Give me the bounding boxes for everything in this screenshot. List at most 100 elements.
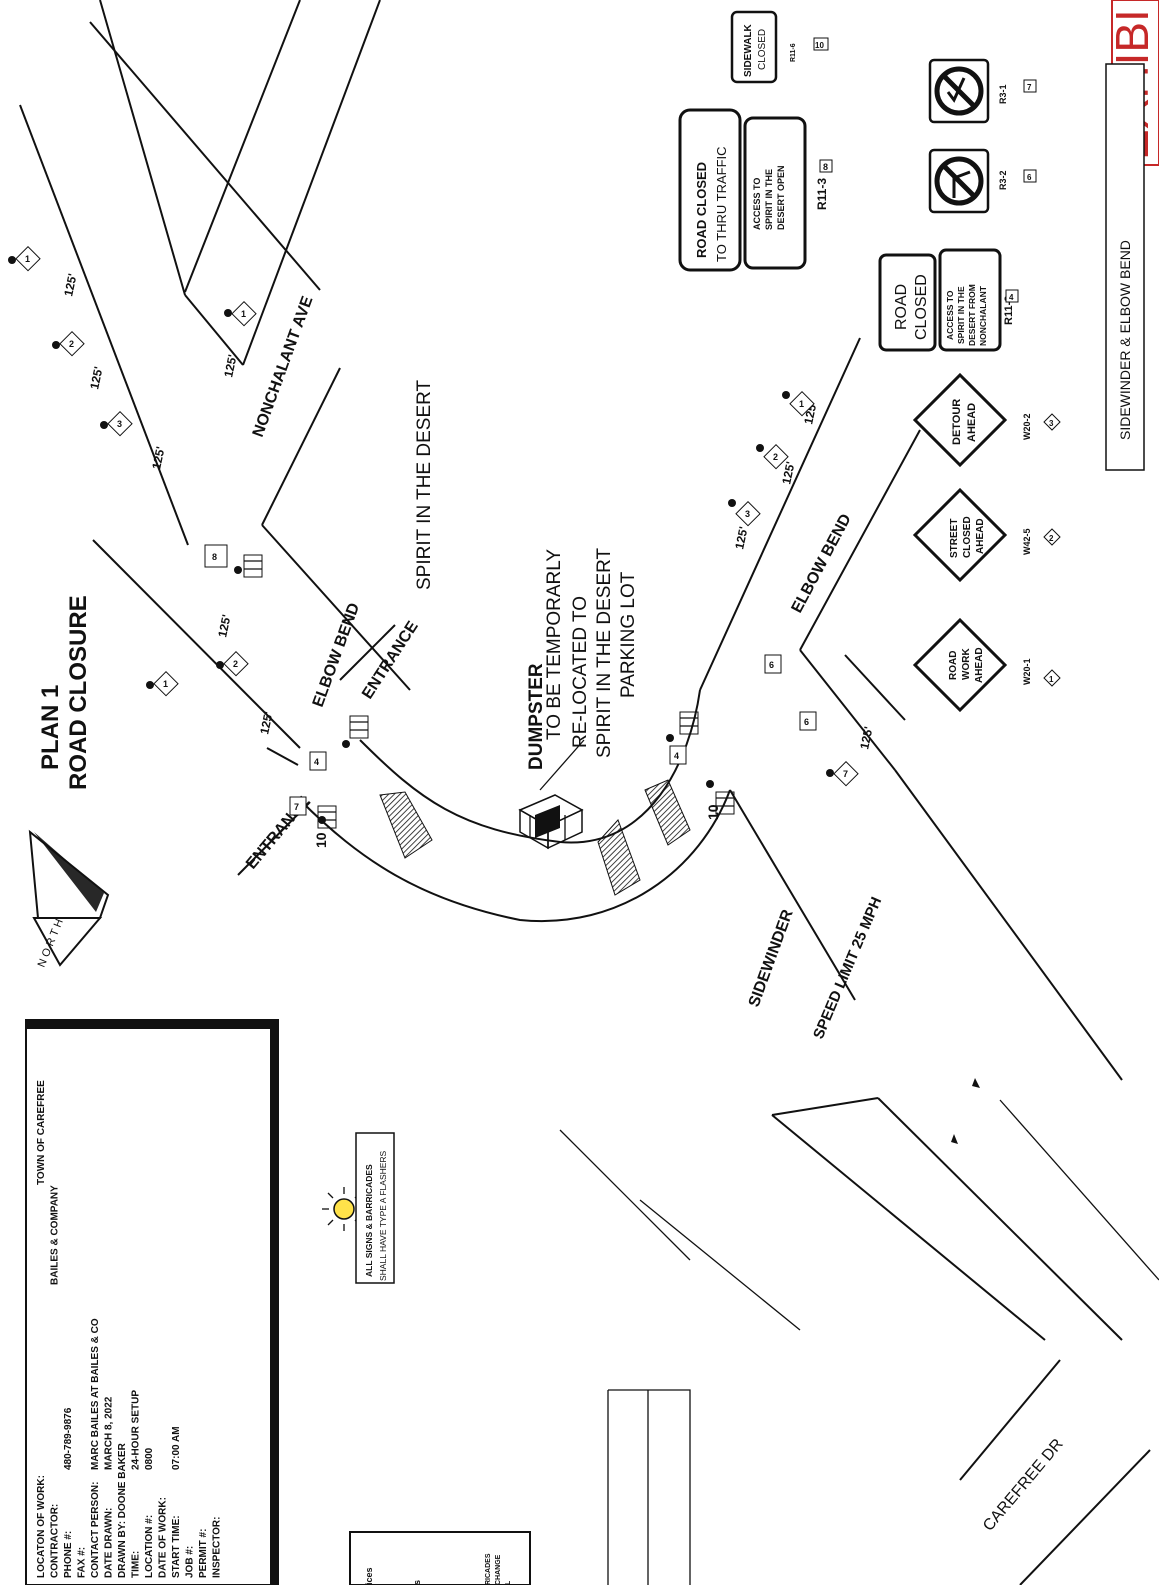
distance-label: 125': [215, 613, 233, 638]
svg-text:NONCHALANT: NONCHALANT: [978, 285, 988, 346]
dumpster-line1: DUMPSTER: [526, 663, 547, 770]
svg-text:1: 1: [241, 309, 246, 319]
sign-r11-3: ROAD CLOSED TO THRU TRAFFIC ACCESS TO SP…: [678, 108, 833, 272]
sign-r3-2: R3-2 6: [928, 148, 1037, 214]
svg-text:TO THRU TRAFFIC: TO THRU TRAFFIC: [714, 146, 729, 262]
svg-text:R3-2: R3-2: [998, 170, 1008, 190]
dumpster-line2: TO BE TEMPORARLY: [544, 549, 565, 740]
svg-text:2: 2: [1049, 534, 1054, 543]
traffic-arrow-icon: [972, 1078, 980, 1088]
info-label: INSPECTOR:: [212, 1517, 223, 1579]
marker-10a: 10: [313, 832, 329, 848]
svg-text:DETOUR: DETOUR: [951, 399, 963, 445]
dumpster-leader: [539, 739, 585, 791]
partial-line2: s: [412, 1580, 422, 1585]
sign-w42-5: STREET CLOSED AHEAD W42-5 2: [912, 487, 1061, 583]
street-nonchalant: NONCHALANT AVE: [250, 294, 317, 440]
no-left-turn-icon: [952, 170, 971, 198]
info-label: DRAWN BY: DOONE BAKER: [117, 1442, 128, 1578]
partial-line1: ices: [364, 1567, 374, 1585]
street-spirit: SPIRIT IN THE DESERT: [414, 380, 435, 590]
svg-text:4: 4: [674, 751, 679, 761]
north-arrow-icon: N O R T H: [28, 829, 110, 969]
svg-text:8: 8: [212, 552, 217, 562]
svg-text:1: 1: [163, 679, 168, 689]
info-value: MARC BAILES AT BAILES & CO: [90, 1318, 101, 1470]
svg-text:7: 7: [294, 802, 299, 812]
svg-text:ROAD: ROAD: [893, 284, 910, 330]
marker-diamond-3b: 3: [728, 499, 761, 527]
barricade-icon: [317, 805, 337, 829]
marker-diamond-1b: 1: [224, 300, 257, 327]
info-label: LOCATON OF WORK:: [36, 1475, 47, 1578]
north-label: N O R T H: [36, 917, 66, 969]
svg-text:ROAD CLOSED: ROAD CLOSED: [694, 162, 709, 258]
sign-r11-2: ROAD CLOSED ACCESS TO SPIRIT IN THE DESE…: [878, 248, 1019, 352]
dumpster-line3: RE-LOCATED TO: [570, 596, 591, 748]
svg-text:10: 10: [815, 41, 824, 50]
barricades: [234, 554, 735, 829]
street-carefree: CAREFREE DR: [980, 1436, 1067, 1535]
svg-text:SIDEWALK: SIDEWALK: [743, 23, 754, 77]
barricade-icon: [234, 554, 263, 578]
svg-text:R11-2: R11-2: [1003, 296, 1015, 325]
plan-subtitle: ROAD CLOSURE: [65, 595, 92, 790]
marker-diamond-1d: 1: [782, 390, 815, 417]
street-sidewinder: SIDEWINDER: [746, 907, 797, 1009]
marker-diamond-3: 3: [100, 410, 133, 437]
svg-text:WORK: WORK: [961, 648, 972, 680]
svg-text:AHEAD: AHEAD: [975, 518, 986, 554]
distance-label: 125': [732, 525, 750, 550]
svg-text:2: 2: [773, 452, 778, 462]
distance-label: 125': [61, 272, 79, 297]
info-label: CONTACT PERSON:: [90, 1482, 101, 1578]
marker-diamond-7: 7: [826, 760, 859, 787]
svg-text:7: 7: [1027, 83, 1032, 92]
marker-square-6a: 6: [764, 654, 782, 674]
marker-diamond-2b: 2: [216, 650, 249, 677]
marker-diamond-2: 2: [52, 330, 85, 357]
info-label: PERMIT #:: [198, 1529, 209, 1578]
svg-text:2: 2: [233, 659, 238, 669]
hatched-islands: [379, 779, 691, 896]
dumpster-line4: SPIRIT IN THE DESERT: [594, 548, 615, 758]
info-value: MARCH 8, 2022: [104, 1396, 115, 1470]
marker-square-4b: 4: [669, 745, 687, 765]
svg-text:ROAD: ROAD: [948, 651, 959, 680]
distance-label: 125': [857, 725, 875, 750]
info-value: TOWN OF CAREFREE: [36, 1080, 47, 1185]
square-markers: 4 7 8 4 6 6 10 10: [204, 544, 817, 848]
street-speed: SPEED LIMIT 25 MPH: [810, 895, 885, 1042]
road-network: [19, 0, 1159, 1585]
barricade-icon: [342, 715, 369, 748]
sign-r11-6: SIDEWALK CLOSED R11-6 10: [730, 10, 829, 84]
svg-text:2: 2: [69, 339, 74, 349]
no-uturn-icon: [946, 77, 966, 103]
info-value: 480-789-9876: [63, 1407, 74, 1470]
info-label: DATE OF WORK:: [158, 1497, 169, 1578]
flasher-line2: SHALL HAVE TYPE A FLASHERS: [378, 1150, 388, 1281]
info-label: DATE DRAWN:: [104, 1508, 115, 1578]
info-label: TIME:: [131, 1551, 142, 1578]
distance-label: 125': [87, 365, 105, 390]
svg-text:CLOSED: CLOSED: [757, 29, 768, 70]
partial-line3: RICADES: [485, 1553, 492, 1585]
info-rows: LOCATON OF WORK:TOWN OF CAREFREECONTRACT…: [36, 1080, 223, 1578]
barricade-icon: [666, 711, 699, 742]
svg-text:W42-5: W42-5: [1022, 528, 1032, 555]
svg-text:3: 3: [745, 509, 750, 519]
flasher-line1: ALL SIGNS & BARRICADES: [364, 1164, 374, 1277]
sign-w20-1: ROAD WORK AHEAD W20-1 1: [912, 617, 1061, 713]
street-elbow-upper: ELBOW BEND: [310, 601, 363, 710]
barricade-icon: [706, 780, 735, 815]
svg-text:CLOSED: CLOSED: [962, 516, 973, 558]
info-value: 07:00 AM: [171, 1426, 182, 1470]
marker-diamond-1: 1: [8, 245, 41, 272]
svg-text:6: 6: [1027, 173, 1032, 182]
svg-text:STREET: STREET: [949, 519, 960, 558]
svg-text:3: 3: [117, 419, 122, 429]
info-label: FAX #:: [77, 1547, 88, 1578]
info-value: 24-HOUR SETUP: [131, 1390, 142, 1470]
sign-r3-1: R3-1 7: [928, 58, 1037, 124]
info-value: 0800: [144, 1447, 155, 1470]
